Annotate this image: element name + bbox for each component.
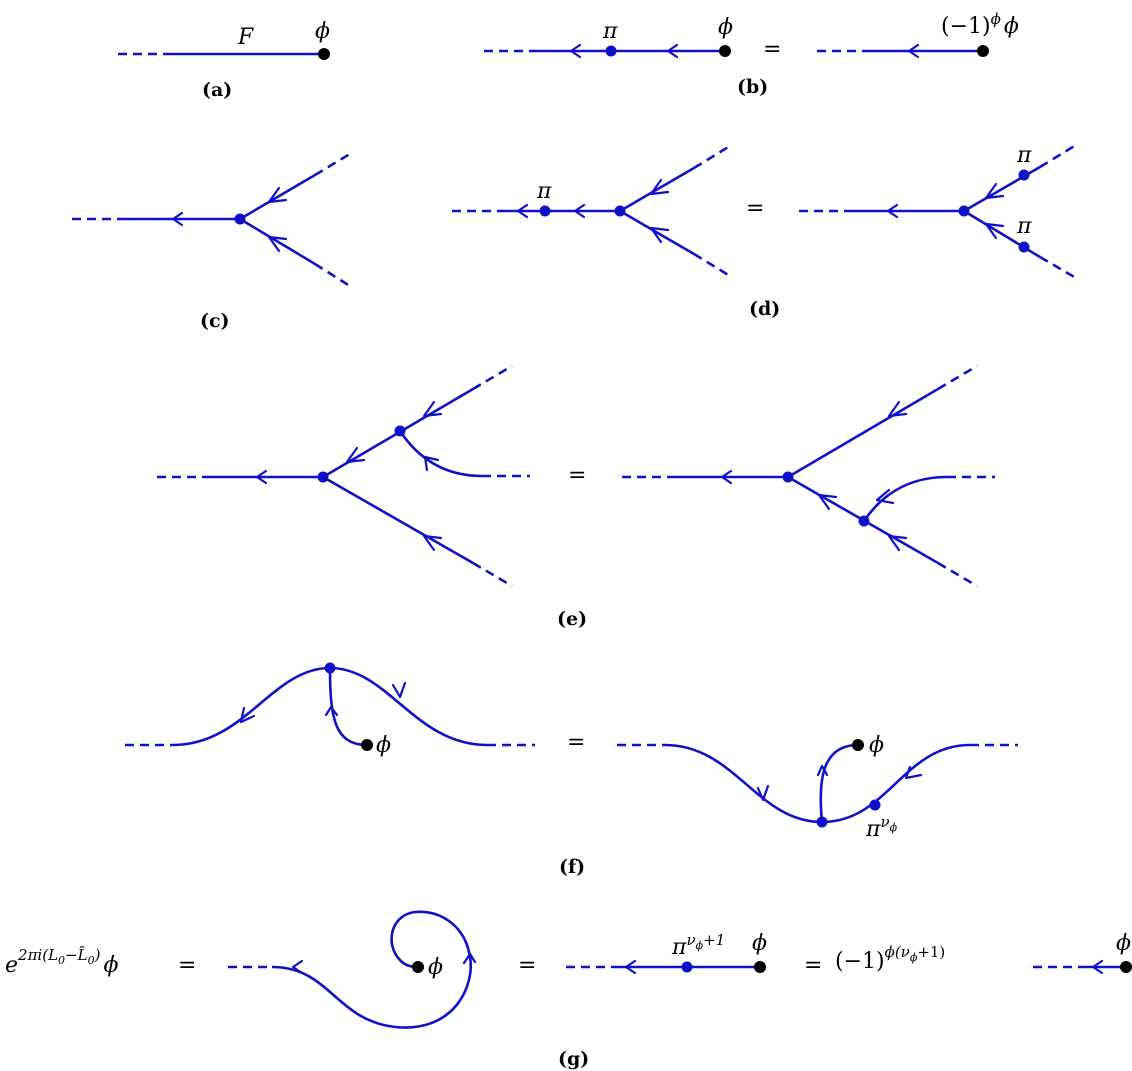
- panel-d: π = π π (d): [452, 143, 1077, 320]
- field-dot: [1120, 961, 1132, 973]
- arrow-left: [255, 469, 268, 485]
- vertex: [394, 425, 406, 437]
- label-pi: π: [1016, 214, 1032, 239]
- arrow-in: [817, 493, 838, 511]
- vertex: [958, 205, 970, 217]
- pi-node: [1018, 241, 1030, 253]
- vertex: [782, 471, 794, 483]
- arrow-in: [984, 222, 1005, 240]
- arrow-left: [624, 959, 637, 975]
- arrow-left: [239, 706, 256, 724]
- pi-node: [539, 205, 551, 217]
- field-dot: [318, 48, 330, 60]
- label-phi: ϕ: [718, 15, 733, 40]
- label-phi: ϕ: [376, 733, 391, 758]
- arrow-in: [887, 534, 908, 552]
- arrow-in: [345, 446, 366, 464]
- field-dot: [719, 45, 731, 57]
- arrow-left: [756, 784, 770, 802]
- sign-factor: (−1)ϕ(νϕ+1): [835, 943, 945, 974]
- equals-sign: =: [567, 730, 585, 755]
- arrow-in: [422, 534, 443, 552]
- arrow-left: [391, 681, 407, 699]
- caption-g: (g): [558, 1048, 589, 1070]
- field-dot: [852, 739, 864, 751]
- caption-f: (f): [559, 856, 585, 878]
- label-pi-nu-plus-one: πνϕ+1: [671, 931, 725, 960]
- twist-operator: e2πi(L0−L̄0)ϕ: [5, 946, 118, 978]
- caption-a: (a): [202, 79, 232, 101]
- label-pi: π: [602, 19, 618, 44]
- arrow-left: [516, 203, 529, 219]
- vertex: [317, 471, 329, 483]
- pi-node: [1018, 169, 1030, 181]
- arrow-left: [886, 203, 899, 219]
- vertex: [816, 816, 828, 828]
- arrow-left: [291, 959, 304, 975]
- equals-sign: =: [518, 953, 536, 978]
- arrow-in: [984, 182, 1005, 200]
- equals-sign: =: [804, 953, 822, 978]
- caption-e: (e): [557, 608, 587, 630]
- field-dot: [361, 739, 373, 751]
- vertex: [234, 213, 246, 225]
- arrow-left: [907, 43, 920, 59]
- label-phi: ϕ: [1116, 931, 1131, 956]
- pi-node: [605, 45, 617, 57]
- field-dot: [754, 961, 766, 973]
- arrow-in: [324, 705, 339, 717]
- equals-sign: =: [178, 953, 196, 978]
- arrow-in: [267, 186, 288, 204]
- arrow-in: [267, 235, 288, 253]
- arrow-left: [573, 203, 586, 219]
- field-dot: [412, 961, 424, 973]
- arrow-in: [423, 455, 440, 472]
- panel-f: ϕ = ϕ πνϕ (f): [125, 662, 1018, 878]
- equals-sign: =: [746, 196, 764, 221]
- vertex: [858, 515, 870, 527]
- label-phi: ϕ: [869, 733, 884, 758]
- caption-c: (c): [200, 310, 230, 332]
- label-pi: π: [1016, 143, 1032, 168]
- arrow-in: [887, 400, 908, 418]
- arrow-in: [462, 952, 477, 965]
- label-pi: π: [536, 179, 552, 204]
- equals-sign: =: [763, 37, 781, 62]
- arrow-in: [816, 764, 829, 777]
- arrow-left: [904, 765, 923, 780]
- vertex: [614, 205, 626, 217]
- label-F: F: [237, 25, 254, 50]
- arrow-in: [649, 178, 670, 196]
- panel-g: e2πi(L0−L̄0)ϕ = ϕ = πνϕ+1 ϕ = (−1)ϕ(νϕ+1…: [5, 910, 1132, 1070]
- equals-sign: =: [568, 463, 586, 488]
- arrow-left: [1091, 959, 1104, 975]
- arrow-left: [171, 211, 184, 227]
- label-phi: ϕ: [428, 955, 443, 980]
- panel-c: (c): [72, 150, 354, 332]
- arrow-in: [422, 400, 443, 418]
- pi-node: [869, 799, 881, 811]
- arrow-in: [875, 488, 895, 505]
- caption-d: (d): [749, 298, 780, 320]
- arrow-in: [649, 226, 670, 244]
- label-phi: ϕ: [315, 19, 330, 44]
- panel-e: = (e): [157, 364, 995, 630]
- pi-node: [681, 961, 693, 973]
- label-pi-nu: πνϕ: [865, 813, 898, 842]
- panel-a: F ϕ (a): [118, 19, 330, 101]
- arrow-left: [720, 469, 733, 485]
- field-dot: [977, 45, 989, 57]
- arrow-left: [666, 43, 679, 59]
- arrow-left: [569, 43, 582, 59]
- vertex: [324, 662, 336, 674]
- caption-b: (b): [737, 76, 768, 98]
- label-phi: ϕ: [752, 931, 767, 956]
